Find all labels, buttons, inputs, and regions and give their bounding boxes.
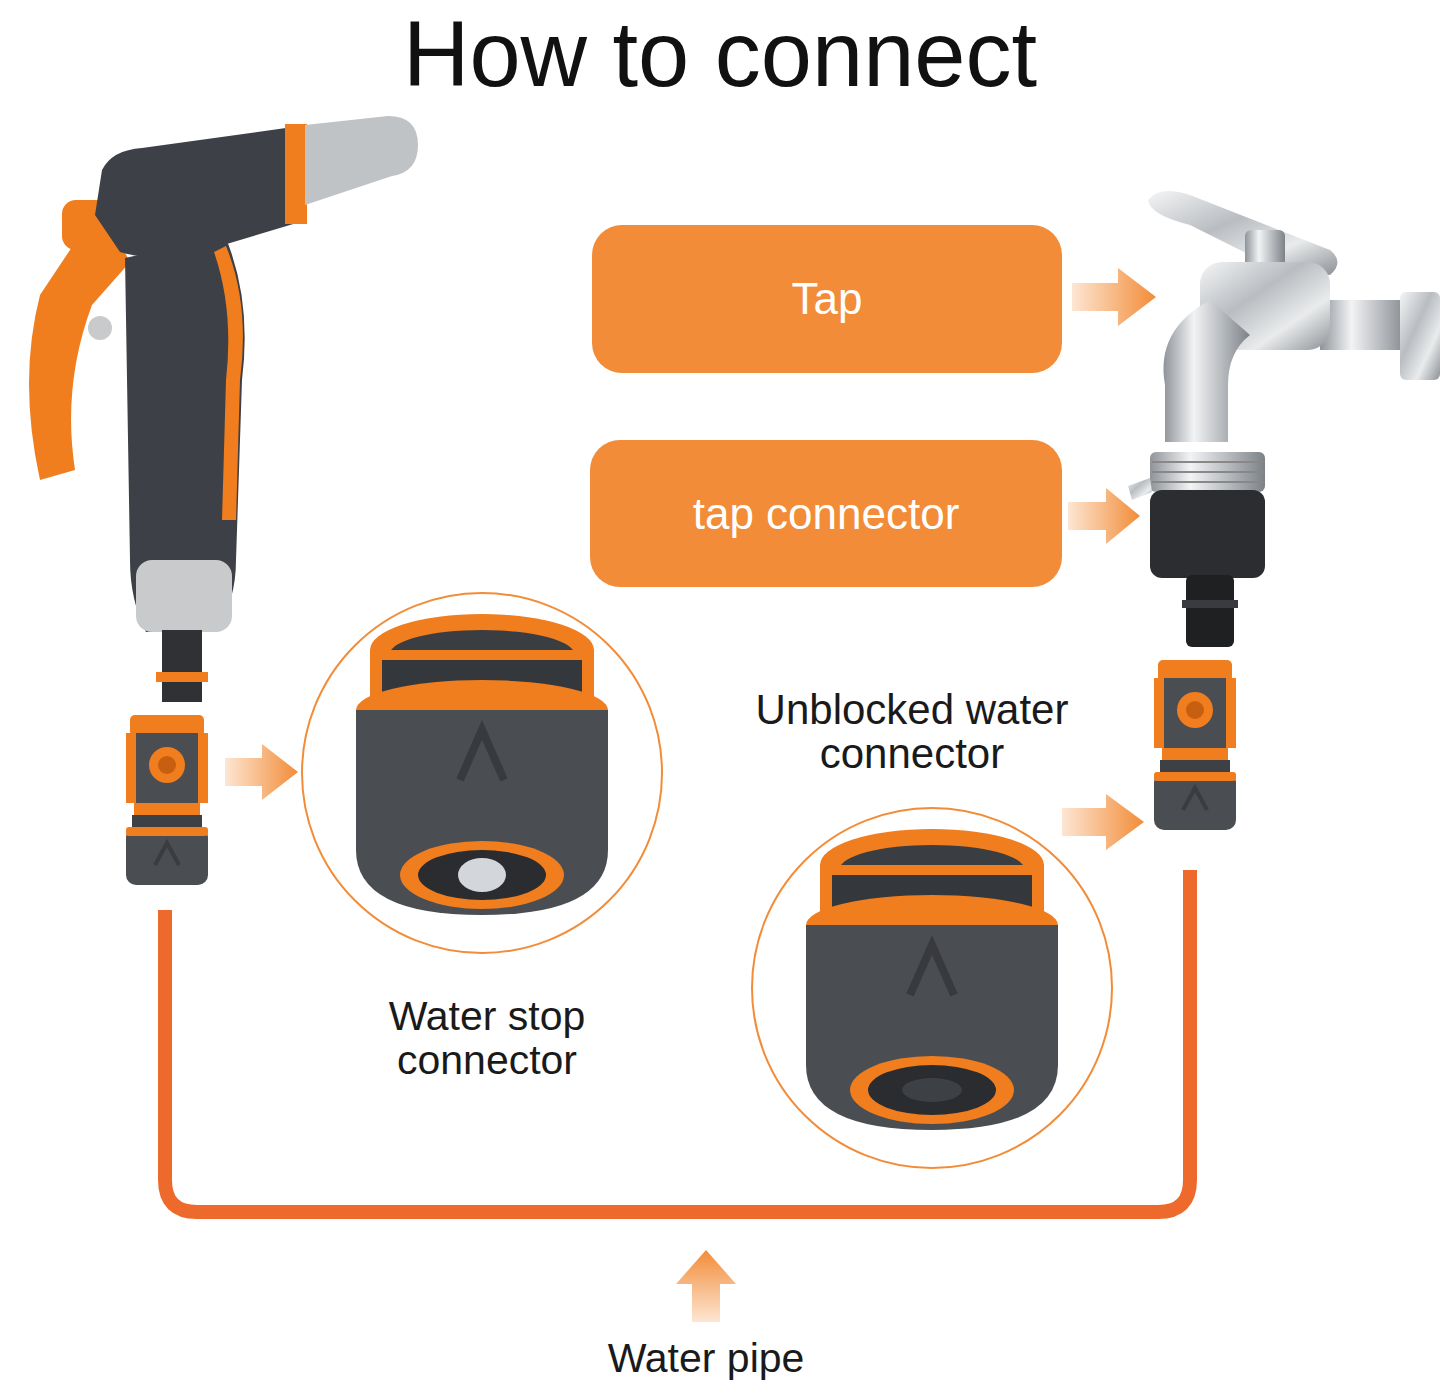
diagram-title: How to connect: [0, 6, 1440, 102]
zoom-circle: [752, 808, 1112, 1168]
water-pipe: [165, 870, 1190, 1212]
faucet: [1148, 191, 1440, 442]
label-box: Tap: [592, 225, 1062, 373]
box-label: Tap: [792, 273, 863, 325]
spray-gun: [29, 116, 418, 702]
part-label: Water stop connector: [337, 994, 637, 1082]
zoom-circle: [302, 593, 662, 953]
connector: [1154, 660, 1236, 830]
part-label: Water pipe: [546, 1336, 866, 1380]
label-box: tap connector: [590, 440, 1062, 587]
tap-connector: [1128, 452, 1265, 647]
pointer-arrow: [225, 268, 1156, 1322]
connector: [126, 715, 208, 885]
box-label: tap connector: [693, 488, 960, 540]
part-label: Unblocked water connector: [702, 688, 1122, 776]
